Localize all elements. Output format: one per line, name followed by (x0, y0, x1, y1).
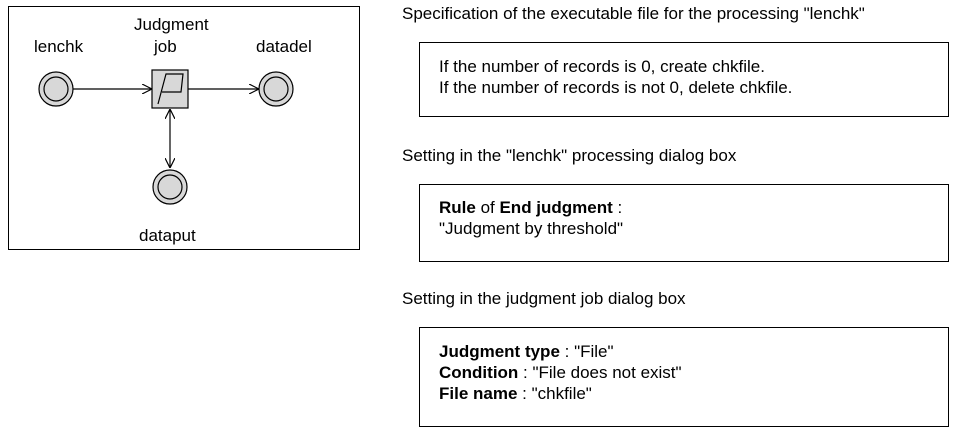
judgment-type-line: Judgment type : "File" (439, 341, 948, 362)
spec-line-1: If the number of records is 0, create ch… (439, 57, 765, 76)
filename-bold: File name (439, 384, 518, 403)
judgment-label-line1: Judgment (134, 15, 209, 34)
rule-bold: Rule (439, 198, 476, 217)
judgment-setting-box: Judgment type : "File" Condition : "File… (419, 327, 949, 427)
judgment-job-node[interactable] (151, 69, 189, 109)
filename-line: File name : "chkfile" (439, 383, 948, 404)
lenchk-setting-caption: Setting in the "lenchk" processing dialo… (402, 146, 737, 165)
end-judgment-bold: End judgment (499, 198, 613, 217)
condition-line: Condition : "File does not exist" (439, 362, 948, 383)
lenchk-node[interactable] (38, 71, 74, 107)
rule-line: Rule of End judgment : (439, 197, 948, 218)
datadel-node[interactable] (258, 71, 294, 107)
jobnet-diagram-frame (8, 6, 360, 250)
spec-caption: Specification of the executable file for… (402, 4, 865, 23)
filename-value: : "chkfile" (517, 384, 592, 403)
datadel-label: datadel (256, 37, 312, 56)
rule-colon: : (612, 198, 623, 217)
spec-line-2: If the number of records is not 0, delet… (439, 78, 793, 97)
judgment-type-value: : "File" (559, 342, 614, 361)
condition-bold: Condition (439, 363, 519, 382)
rule-of: of (475, 198, 500, 217)
condition-value: : "File does not exist" (518, 363, 682, 382)
lenchk-label: lenchk (34, 37, 84, 56)
judgment-label-line2: job (154, 37, 177, 56)
dataput-node[interactable] (152, 169, 188, 205)
rule-value: "Judgment by threshold" (439, 219, 624, 238)
judgment-type-bold: Judgment type (439, 342, 560, 361)
lenchk-setting-box: Rule of End judgment : "Judgment by thre… (419, 184, 949, 262)
dataput-label: dataput (139, 226, 196, 245)
spec-box: If the number of records is 0, create ch… (419, 42, 949, 117)
jobnet-diagram (38, 69, 294, 205)
judgment-setting-caption: Setting in the judgment job dialog box (402, 289, 686, 308)
